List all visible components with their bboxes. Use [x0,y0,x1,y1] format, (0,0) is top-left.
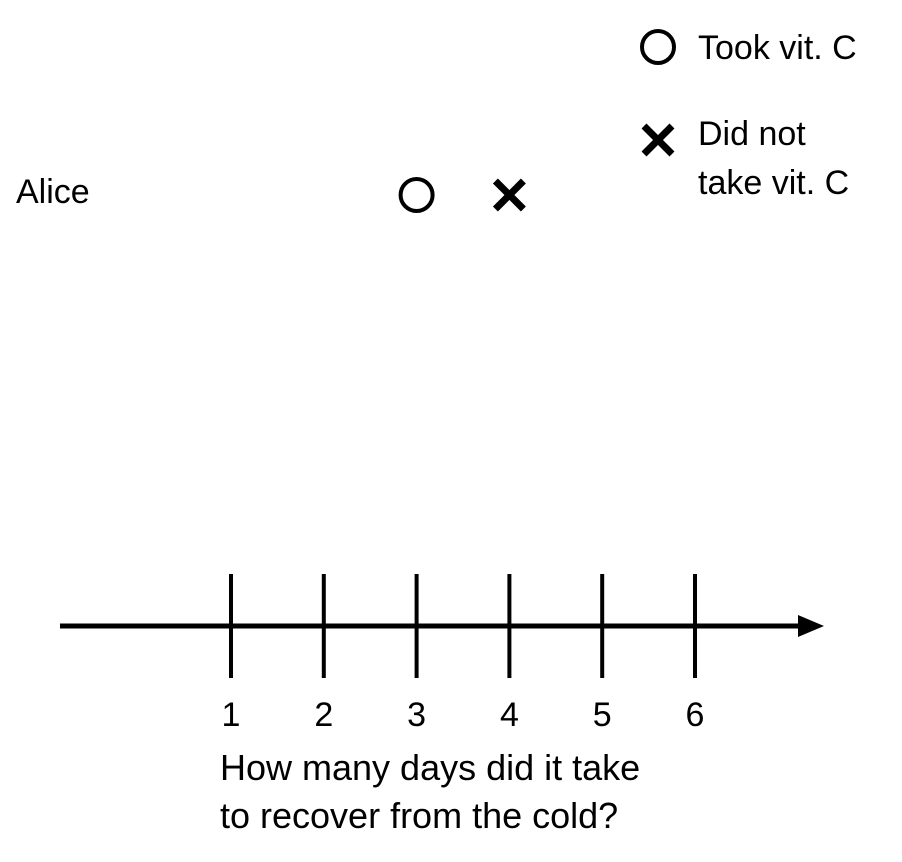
x-tick-label-5: 5 [593,696,612,734]
x-tick-label-4: 4 [500,696,519,734]
x-tick-label-3: 3 [407,696,426,734]
x-axis-label-line-1: How many days did it take [220,747,640,788]
legend-label-1-line-1: Took vit. C [698,29,857,67]
x-axis [60,574,824,678]
legend-label-2-line-1: Did not [698,115,806,153]
row-label-alice: Alice [16,173,90,211]
x-tick-label-1: 1 [222,696,241,734]
x-tick-label-2: 2 [314,696,333,734]
point-circle-alice [398,177,435,213]
data-points [398,177,526,213]
legend-cross-icon [641,123,675,157]
point-cross-alice-stroke-b [492,178,526,212]
x-axis-label-line-2: to recover from the cold? [220,795,618,836]
legend-label-2-line-2: take vit. C [698,164,849,202]
legend-cross-icon-stroke-b [641,123,675,157]
row-labels: Alice [16,173,90,211]
x-tick-label-6: 6 [686,696,705,734]
legend-circle-icon [640,29,676,65]
legend-label-1: Took vit. C [698,29,857,67]
x-axis-label: How many days did it take to recover from… [220,747,640,836]
x-tick-labels: 1 2 3 4 5 6 [222,696,705,734]
point-cross-alice [492,178,526,212]
x-axis-arrowhead [798,615,824,637]
legend-label-2: Did not take vit. C [698,115,849,202]
legend: Took vit. C Did not take vit. C [640,29,857,202]
